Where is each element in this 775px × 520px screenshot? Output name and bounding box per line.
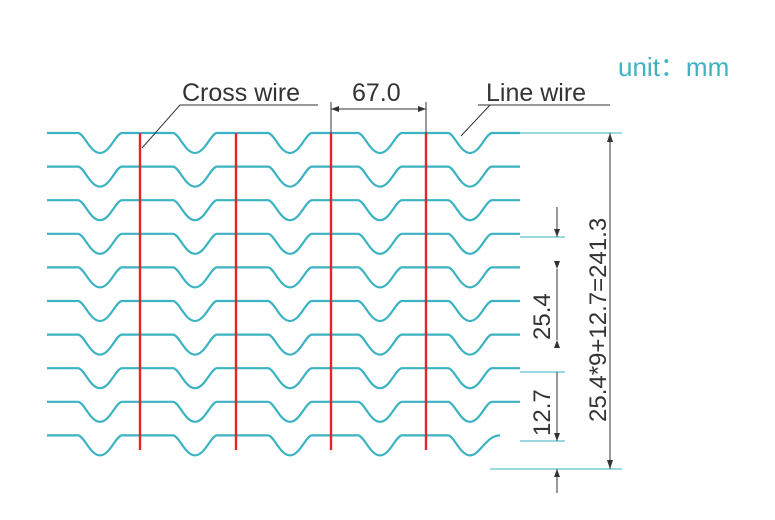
cross-wires (138, 133, 428, 450)
line-wire-3 (47, 199, 520, 222)
line-wire-8 (47, 367, 520, 390)
line-wire-2 (47, 165, 520, 188)
line-wire-6 (47, 299, 520, 323)
line-wire-1 (47, 131, 520, 155)
line-wire-7 (47, 333, 520, 356)
line-wire-label: Line wire (486, 79, 586, 107)
cross-wire-label: Cross wire (182, 79, 300, 107)
line-wire-9 (47, 400, 520, 423)
line-wires (47, 131, 520, 457)
cross-wire-leader (141, 104, 318, 149)
total-height-label: 25.4*9+12.7=241.3 (585, 218, 612, 422)
pitch-label: 25.4 (529, 293, 556, 340)
cross-wire-spacing-label: 67.0 (352, 79, 401, 107)
line-wire-leader (460, 104, 491, 137)
half-pitch-label: 12.7 (529, 389, 556, 436)
line-wire-5 (47, 266, 520, 289)
dimension-lines (141, 102, 622, 493)
dim-127-arrows (554, 433, 560, 477)
line-wire-4 (47, 232, 520, 255)
unit-label: unit：mm (618, 52, 729, 82)
line-wire-10 (47, 434, 501, 457)
